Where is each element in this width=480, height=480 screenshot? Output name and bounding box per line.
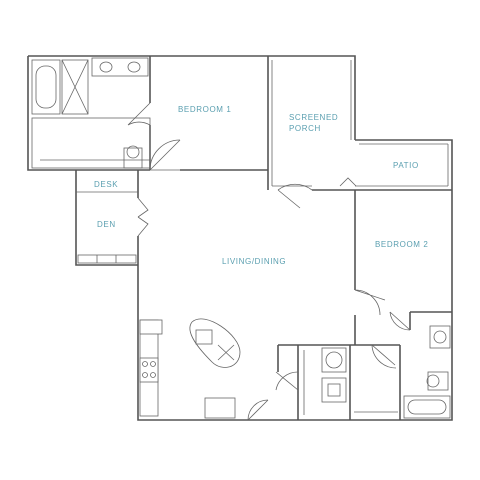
porch-screen: [271, 60, 449, 187]
sink-icon: [429, 325, 451, 349]
bathtub2-icon: [403, 395, 451, 419]
interior-walls: [76, 56, 452, 420]
bathtub-icon: [31, 59, 61, 115]
doors: [127, 102, 411, 421]
stove-icon: [139, 357, 159, 383]
label-screened: SCREENED: [289, 113, 338, 122]
fridge-icon: [139, 319, 163, 335]
room-labels: BEDROOM 1 SCREENED PORCH PATIO DESK DEN …: [94, 105, 428, 266]
kitchen-island: [189, 318, 241, 368]
exterior-walls: [27, 55, 453, 421]
den-shelves: [77, 254, 137, 264]
label-den: DEN: [97, 220, 116, 229]
bath1-fixtures: [31, 57, 151, 169]
toilet2-icon: [427, 371, 449, 391]
label-patio: PATIO: [393, 161, 419, 170]
label-bedroom-2: BEDROOM 2: [375, 240, 428, 249]
kitchen-counter: [204, 397, 236, 419]
laundry: [303, 347, 347, 415]
label-bedroom-1: BEDROOM 1: [178, 105, 231, 114]
label-desk: DESK: [94, 180, 118, 189]
vanity-icon: [91, 57, 149, 77]
kitchen: [139, 318, 241, 419]
bath2-fixtures: [354, 325, 451, 419]
label-porch: PORCH: [289, 124, 321, 133]
label-living-dining: LIVING/DINING: [222, 257, 286, 266]
dryer-icon: [321, 377, 347, 403]
